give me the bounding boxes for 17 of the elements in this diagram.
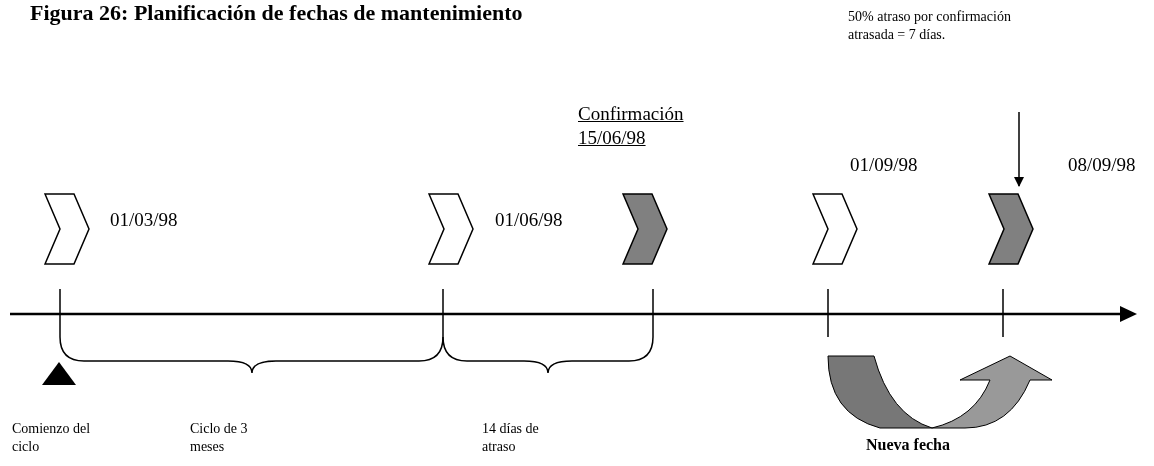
caption-text: 14 días de atraso	[482, 420, 540, 456]
chevron-shape	[428, 193, 474, 265]
caption-text: Nueva fecha	[866, 436, 951, 454]
chevron-shape	[44, 193, 90, 265]
chevron-shape	[622, 193, 668, 265]
caption-text: Ciclo de 3 meses	[190, 420, 249, 456]
caption-text: Comienzo del ciclo	[12, 420, 92, 456]
chevron-shape	[988, 193, 1034, 265]
chevron-shape	[812, 193, 858, 265]
figure-title: Figura 26: Planificación de fechas de mantenimiento	[30, 0, 523, 26]
date-label: 08/09/98	[1068, 153, 1137, 177]
date-label: 01/06/98	[495, 208, 564, 232]
date-label: 01/03/98	[110, 208, 179, 232]
date-label: Confirmación 15/06/98	[578, 102, 685, 150]
arrow	[1014, 111, 1024, 187]
date-label: 01/09/98	[850, 153, 919, 177]
note-text: 50% atraso por confirmación atrasada = 7 días.	[848, 8, 1012, 44]
